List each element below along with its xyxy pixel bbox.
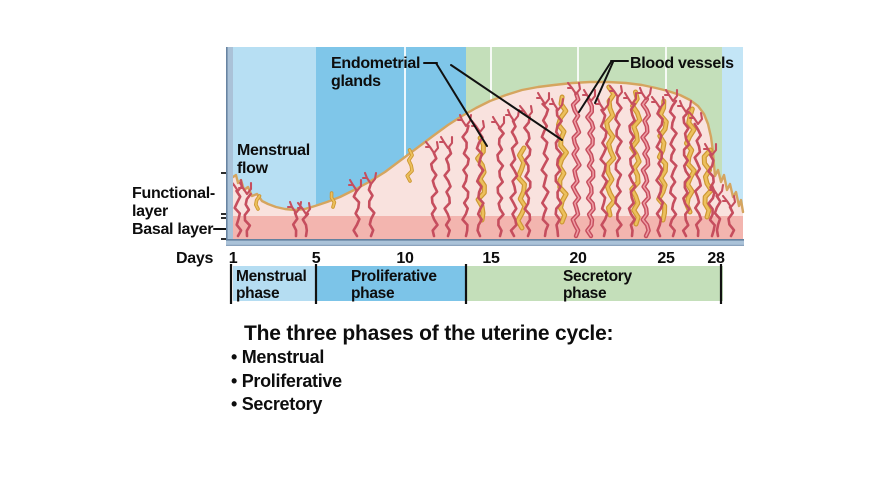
menstrual-flow-label: Menstrual flow [237, 142, 310, 177]
blood-vessel [443, 146, 453, 238]
blood-vessel [509, 119, 519, 238]
phase-bar-segment-0 [233, 266, 316, 301]
blood-vessel [713, 194, 722, 238]
blood-vessel-branches [548, 97, 565, 112]
blood-vessel [681, 110, 691, 238]
blood-vessel-branches [237, 181, 253, 196]
day-tick-label: 20 [569, 250, 587, 267]
phase-label-proliferative: Proliferative phase [351, 268, 437, 302]
caption-title: The three phases of the uterine cycle: [244, 322, 614, 345]
blood-vessel [693, 122, 703, 238]
blood-vessel [627, 102, 637, 238]
blood-vessel [243, 192, 252, 238]
blood-vessel [429, 151, 439, 238]
blood-vessel-branches [676, 99, 693, 114]
left-frame-bar [226, 47, 233, 246]
blood-vessel [655, 106, 665, 238]
blood-vessel [727, 205, 736, 238]
blood-vessel-branches [504, 108, 521, 123]
blood-vessel-branches [608, 84, 624, 99]
endometrial-glands-label: Endometrial glands [331, 55, 421, 90]
basal-layer-region [233, 216, 743, 239]
blood-vessel-branches [347, 178, 363, 193]
blood-vessel [461, 124, 470, 238]
blood-vessel [707, 153, 716, 238]
blood-vessel-branches [296, 201, 312, 216]
glands-leader-line [435, 62, 488, 147]
phase-label-menstrual: Menstrual phase [236, 268, 307, 302]
caption-bullet: • Menstrual [231, 347, 325, 367]
blood-vessel [540, 102, 550, 238]
blood-vessel [614, 95, 623, 238]
phase-label-secretory: Secretory phase [563, 268, 632, 302]
blood-vessel-branches [438, 135, 454, 150]
day-tick-label: 28 [707, 250, 725, 267]
blood-vessel [367, 182, 376, 238]
blood-vessel-branches [622, 91, 638, 106]
blood-vessel-branches [708, 183, 725, 198]
blood-vessel-branches [535, 91, 551, 106]
shed-gland-core [330, 192, 336, 208]
endometrial-gland-core [605, 85, 616, 217]
phase-bar-segment-2 [466, 266, 723, 301]
blood-vessel-branches [456, 113, 473, 128]
endometrial-gland-core [630, 90, 641, 226]
blood-vessel-branches [650, 95, 666, 110]
blood-vessel [599, 108, 609, 238]
blood-vessel [301, 212, 310, 238]
endometrium-surface-outline [231, 80, 745, 214]
blood-vessel [554, 108, 563, 238]
blood-vessel-branches [688, 111, 704, 126]
day-tick-label: 15 [482, 250, 500, 267]
blood-vessel-branches [663, 88, 679, 103]
blood-vessel-branches [594, 97, 611, 112]
day-tick-label: 25 [657, 250, 675, 267]
endometrial-gland-core [702, 148, 713, 219]
vessels-leader-line [578, 61, 612, 113]
blood-vessel-branches [490, 115, 506, 130]
caption-bullet: • Proliferative [231, 371, 342, 391]
vessels-leader-line [594, 61, 614, 104]
basal-layer-label: Basal layer [132, 221, 214, 238]
blood-vessel [352, 189, 361, 238]
blood-vessel [291, 211, 299, 238]
blood-vessel-branches [361, 171, 378, 186]
blood-vessel-branches [721, 194, 737, 209]
day-tick-label: 10 [396, 250, 414, 267]
blood-vessel [475, 130, 485, 238]
blood-vessel-branches [581, 88, 597, 103]
endometrial-gland-core [516, 146, 527, 230]
blood-vessels-label: Blood vessels [630, 55, 734, 72]
glands-leader-line [450, 64, 563, 141]
blood-vessel [668, 99, 678, 238]
functional-layer-label: Functional- layer [132, 185, 215, 220]
days-axis-label: Days [176, 250, 214, 267]
blood-vessel-branches [636, 86, 653, 101]
phase-bar-segment-1 [316, 266, 466, 301]
blood-vessel [523, 115, 532, 238]
caption-bullet: • Secretory [231, 394, 323, 414]
blood-vessel-branches [702, 142, 718, 157]
blood-vessel-branches [424, 140, 440, 155]
blood-vessel-branches [566, 81, 582, 96]
shed-gland-core [406, 149, 413, 182]
day-tick-label: 5 [311, 250, 321, 267]
bottom-frame-bar [226, 239, 744, 246]
day-tick-label: 1 [228, 250, 238, 267]
blood-vessel [496, 126, 505, 238]
blood-vessel-highlight [641, 98, 650, 237]
blood-vessel-highlight [586, 100, 595, 237]
blood-vessel-highlight [572, 93, 581, 237]
blood-vessel [233, 189, 243, 238]
shed-gland-core [254, 195, 261, 210]
